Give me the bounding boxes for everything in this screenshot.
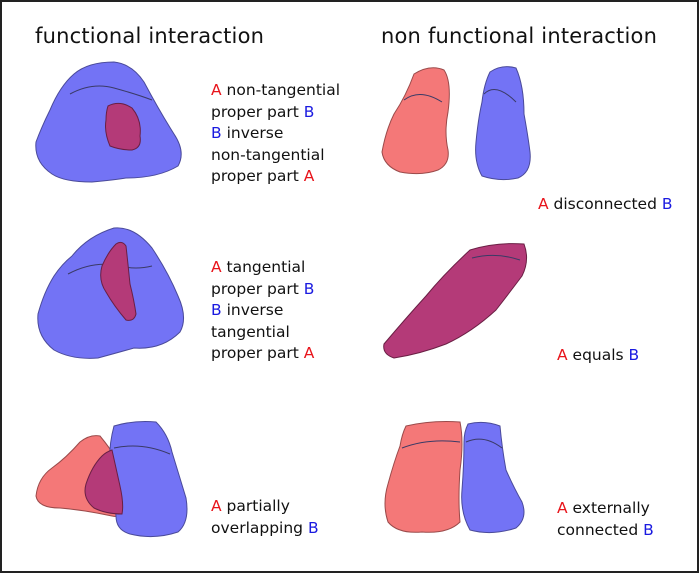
dc-boundary-a [403, 94, 443, 103]
ntpp-illustration [35, 61, 182, 183]
dc-region-a [381, 67, 450, 175]
ec-boundary-b [465, 438, 503, 449]
dc-boundary-b [483, 89, 517, 103]
tpp-line2-text: proper part [211, 279, 304, 298]
region-a-mark: A [303, 344, 315, 362]
ntpp-boundary-line [69, 85, 153, 101]
ntpp-line5-text: proper part [211, 167, 304, 185]
ec-region-b [461, 421, 525, 534]
po-line1-text: partially [221, 497, 290, 515]
dc-text: disconnected [548, 195, 662, 213]
region-a-mark: A [557, 499, 568, 517]
region-b-mark: B [211, 124, 222, 142]
tpp-illustration [37, 227, 184, 359]
ntpp-label: A non-tangential proper part B B inverse… [211, 80, 340, 188]
ntpp-line2-text: proper part [211, 102, 304, 121]
region-a-mark: A [303, 167, 315, 185]
ec-illustration [384, 421, 525, 534]
po-boundary-line [113, 445, 171, 455]
po-region-b [109, 421, 188, 538]
ntpp-region-a [105, 102, 141, 151]
eq-illustration [383, 243, 528, 359]
eq-text: equals [567, 346, 629, 364]
po-line2-text: overlapping [211, 518, 308, 537]
region-a-mark: A [211, 497, 222, 515]
region-b-mark: B [303, 279, 315, 298]
tpp-line1-text: tangential [221, 258, 306, 276]
tpp-line5-text: proper part [211, 344, 304, 362]
region-a-mark: A [538, 195, 549, 213]
ec-label: A externally connected B [557, 498, 654, 541]
ntpp-line4-text: non-tangential [211, 145, 325, 164]
tpp-line3-text: inverse [221, 301, 284, 319]
eq-label: A equals B [557, 345, 639, 367]
region-b-mark: B [211, 301, 222, 319]
region-b-mark: B [628, 346, 640, 364]
region-a-mark: A [211, 258, 222, 276]
region-b-mark: B [303, 102, 315, 121]
po-illustration [35, 421, 188, 538]
ec-line1-text: externally [567, 499, 650, 517]
region-a-mark: A [557, 346, 568, 364]
tpp-line4-text: tangential [211, 322, 290, 341]
ntpp-line3-text: inverse [221, 124, 284, 142]
po-label: A partially overlapping B [211, 496, 319, 539]
dc-region-b [475, 66, 531, 181]
dc-illustration [381, 66, 531, 181]
region-b-mark: B [661, 195, 673, 213]
eq-boundary-line [471, 254, 521, 261]
region-b-mark: B [643, 520, 654, 539]
ec-line2-text: connected [557, 520, 644, 539]
ec-region-a [384, 421, 463, 533]
region-a-mark: A [211, 81, 222, 99]
ntpp-line1-text: non-tangential [221, 81, 341, 99]
eq-region-ab [383, 243, 528, 359]
po-overlap-region [84, 449, 124, 515]
tpp-region-a [100, 241, 137, 321]
tpp-label: A tangential proper part B B inverse tan… [211, 257, 314, 365]
dc-label: A disconnected B [538, 194, 673, 216]
region-b-mark: B [307, 518, 319, 537]
heading-non-functional: non functional interaction [381, 24, 658, 48]
ec-boundary-a [401, 440, 461, 449]
heading-functional: functional interaction [35, 24, 265, 48]
